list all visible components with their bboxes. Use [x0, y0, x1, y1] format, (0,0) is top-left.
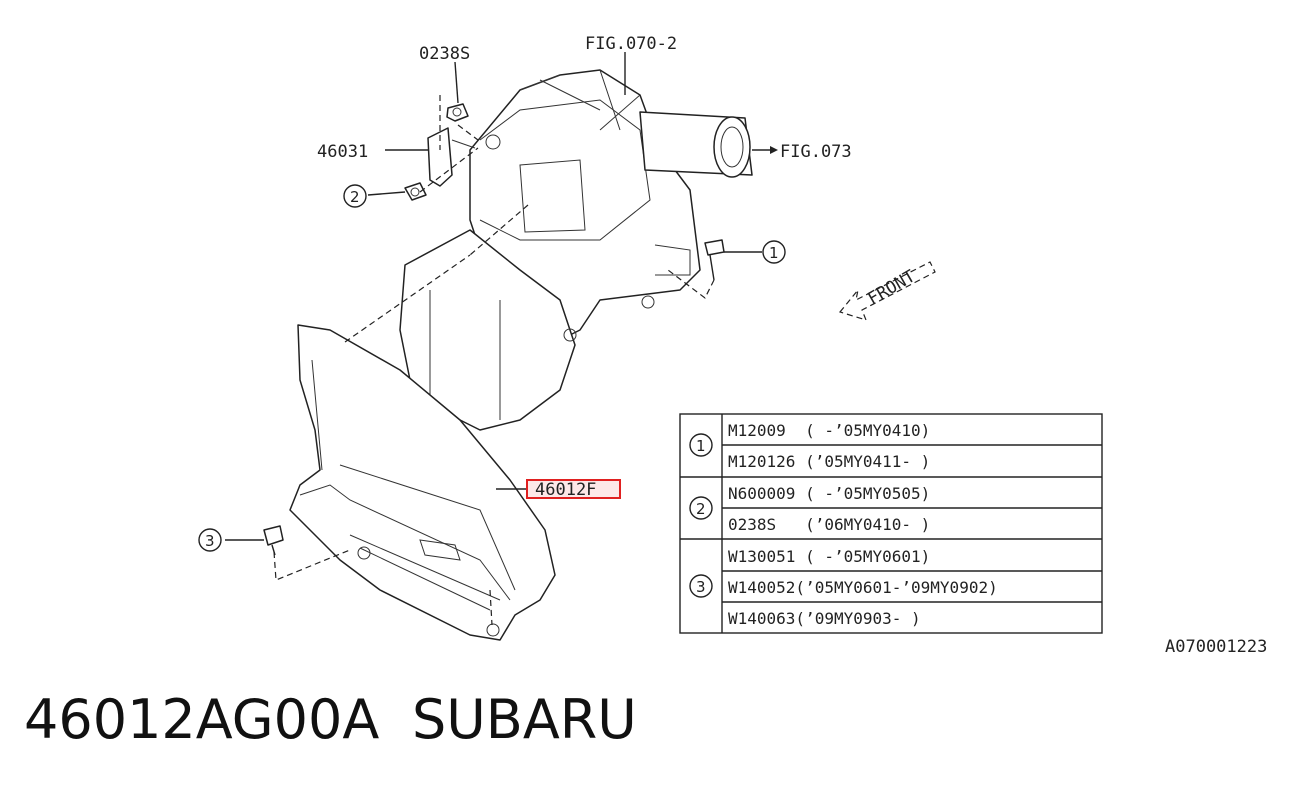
- table-cell[interactable]: W140052(’05MY0601-’09MY0902): [728, 578, 998, 597]
- callout-1: 1: [762, 240, 786, 264]
- table-group-1-num: 1: [696, 437, 706, 455]
- table-cell[interactable]: W140063(’09MY0903- ): [728, 609, 921, 628]
- front-label: FRONT: [865, 266, 919, 309]
- callout-3-num: 3: [205, 532, 215, 550]
- air-cleaner-case: [399, 69, 753, 431]
- part-46031-label: 46031: [317, 142, 368, 162]
- air-duct-46012f: [289, 324, 556, 641]
- table-group-3-num: 3: [696, 578, 706, 596]
- callout-2-num: 2: [350, 188, 360, 206]
- clip-part: [263, 525, 284, 556]
- table-cell[interactable]: N600009 ( -’05MY0505): [728, 484, 930, 503]
- footer-part-number: 46012AG00A: [24, 688, 379, 751]
- footer-brand: SUBARU: [412, 688, 637, 751]
- table-cell[interactable]: 0238S (’06MY0410- ): [728, 515, 930, 534]
- table-cell[interactable]: M12009 ( -’05MY0410): [728, 421, 930, 440]
- part-0238s-label: 0238S: [419, 44, 470, 64]
- table-cell[interactable]: W130051 ( -’05MY0601): [728, 547, 930, 566]
- assembly-lines: [273, 95, 715, 626]
- highlight-box: [526, 479, 621, 499]
- part-46012f-label[interactable]: 46012F: [535, 480, 596, 500]
- front-arrow: FRONT: [838, 261, 936, 321]
- callout-2: 2: [343, 184, 367, 208]
- parts-table: 1 2 3 M12009 ( -’05MY0410) M120126 (’05M…: [679, 413, 1103, 634]
- bolt-part: [704, 239, 725, 281]
- table-cell[interactable]: M120126 (’05MY0411- ): [728, 452, 930, 471]
- reference-code: A070001223: [1165, 637, 1267, 657]
- callout-3: 3: [198, 528, 222, 552]
- bracket-46031: [404, 103, 476, 201]
- fig-070-label: FIG.070-2: [585, 34, 677, 54]
- table-group-2-num: 2: [696, 500, 706, 518]
- fig-073-label: FIG.073: [780, 142, 852, 162]
- leaders: [225, 52, 778, 541]
- callout-1-num: 1: [769, 244, 779, 262]
